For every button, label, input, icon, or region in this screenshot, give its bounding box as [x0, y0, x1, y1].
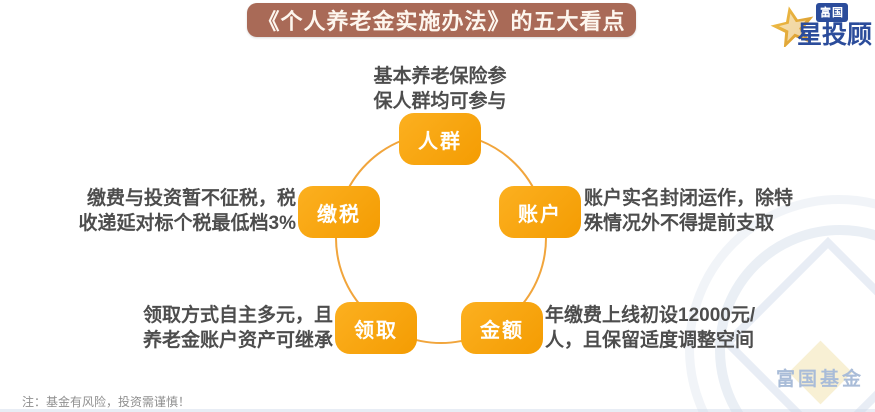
- node-withdraw: 领取: [335, 302, 417, 354]
- desc-line: 殊情况外不得提前支取: [584, 213, 775, 234]
- node-label: 金额: [480, 319, 524, 342]
- watermark-gold-diamond-icon: [788, 340, 853, 405]
- title-banner: 《个人养老金实施办法》的五大看点: [247, 3, 636, 37]
- node-label: 人群: [418, 130, 462, 153]
- desc-line: 缴费与投资暂不征税，税: [86, 188, 296, 209]
- desc-line: 年缴费上线初设12000元/: [545, 305, 756, 326]
- desc-line: 基本养老保险参: [373, 66, 507, 87]
- desc-account: 账户实名封闭运作，除特 殊情况外不得提前支取: [584, 186, 824, 236]
- node-label: 领取: [354, 319, 398, 342]
- node-population: 人群: [399, 113, 481, 165]
- desc-population: 基本养老保险参 保人群均可参与: [340, 64, 540, 114]
- desc-line: 账户实名封闭运作，除特: [584, 188, 794, 209]
- desc-line: 收递延对标个税最低档3%: [78, 213, 296, 234]
- node-account: 账户: [499, 186, 581, 238]
- node-label: 缴税: [317, 203, 361, 226]
- brand-name: 星投顾: [797, 21, 873, 49]
- brand-badge: 富国: [816, 3, 848, 22]
- desc-tax: 缴费与投资暂不征税，税 收递延对标个税最低档3%: [62, 186, 296, 236]
- brand-logo: 富国 星投顾: [770, 1, 874, 49]
- desc-line: 人，且保留适度调整空间: [545, 330, 755, 351]
- node-label: 账户: [518, 203, 562, 226]
- node-tax: 缴税: [298, 186, 380, 238]
- star-icon: [770, 6, 814, 47]
- desc-amount: 年缴费上线初设12000元/ 人，且保留适度调整空间: [545, 303, 775, 353]
- desc-line: 保人群均可参与: [373, 91, 507, 112]
- watermark-text: 富国基金: [776, 369, 865, 390]
- page-title: 《个人养老金实施办法》的五大看点: [257, 9, 626, 34]
- desc-withdraw: 领取方式自主多元，且 养老金账户资产可继承: [110, 303, 333, 353]
- desc-line: 养老金账户资产可继承: [142, 330, 333, 351]
- node-amount: 金额: [461, 302, 543, 354]
- disclaimer-note: 注：基金有风险，投资需谨慎！: [22, 395, 191, 409]
- desc-line: 领取方式自主多元，且: [142, 305, 333, 326]
